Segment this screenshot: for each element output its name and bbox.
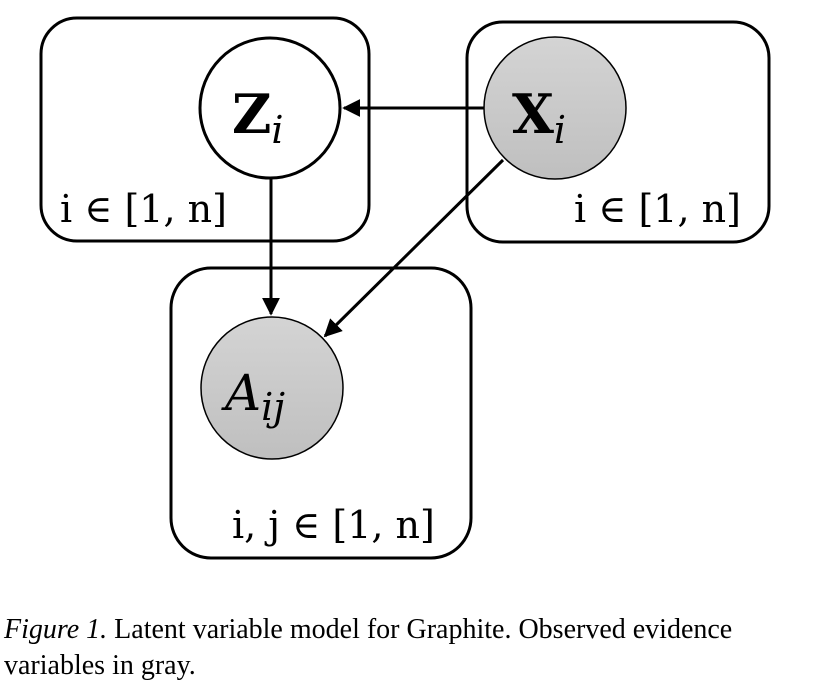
plate-z	[39, 16, 371, 243]
graphical-model-diagram: Zi Xi Aij i ∈ [1, n] i ∈ [1, n] i, j ∈ […	[39, 16, 771, 560]
node-x-label: Xi	[512, 82, 566, 152]
caption-text: Latent variable model for Graphite. Obse…	[4, 614, 733, 681]
edge-x-to-a	[323, 158, 505, 338]
figure-label: Figure 1.	[4, 614, 108, 645]
plate-z-label: i ∈ [1, n]	[60, 187, 227, 231]
node-a-observed	[200, 316, 344, 460]
node-a-label: Aij	[221, 364, 285, 429]
node-z-latent	[198, 36, 342, 180]
figure-caption: Figure 1. Latent variable model for Grap…	[4, 612, 838, 684]
plate-x	[465, 20, 771, 244]
plate-x-label: i ∈ [1, n]	[574, 187, 741, 231]
plate-a	[169, 266, 473, 560]
plate-a-label: i, j ∈ [1, n]	[232, 503, 435, 547]
node-x-observed	[483, 36, 627, 180]
node-z-label: Zi	[232, 82, 284, 152]
